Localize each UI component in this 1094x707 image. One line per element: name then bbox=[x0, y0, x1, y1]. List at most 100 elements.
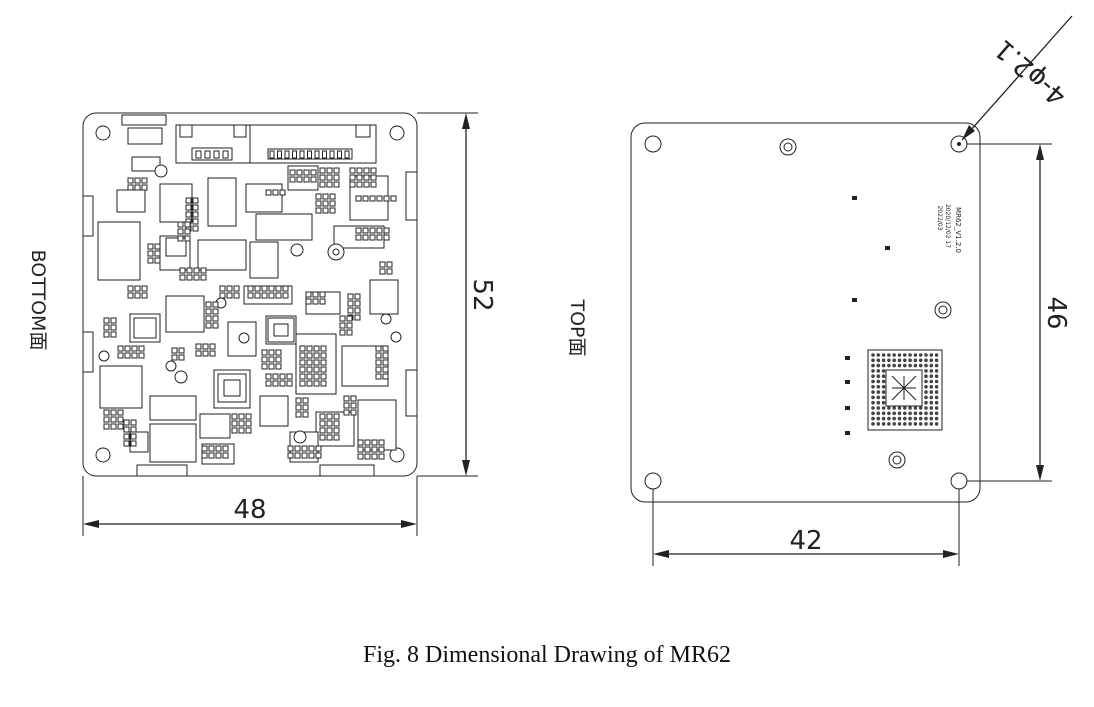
smd-pad bbox=[350, 402, 357, 409]
smd-pad bbox=[110, 331, 117, 338]
smd-pad bbox=[354, 300, 361, 307]
bga-ball bbox=[892, 411, 896, 416]
bga-ball bbox=[934, 379, 939, 384]
smd-pad bbox=[315, 452, 322, 459]
bga-ball bbox=[908, 422, 912, 426]
bga-ball bbox=[881, 400, 886, 405]
smd-pad bbox=[124, 352, 131, 359]
smd-pad bbox=[320, 352, 327, 359]
smd-pad bbox=[147, 243, 154, 250]
smd-pad bbox=[131, 345, 138, 352]
smd-pad bbox=[386, 261, 393, 268]
smd-pad bbox=[141, 285, 148, 292]
smd-pad bbox=[313, 380, 320, 387]
bga-ball bbox=[881, 358, 886, 363]
smd-pad bbox=[376, 227, 383, 234]
smd-pad bbox=[200, 267, 207, 274]
smd-pad bbox=[275, 356, 282, 363]
bga-ball bbox=[897, 422, 902, 426]
smd-pad bbox=[326, 181, 333, 188]
smd-pad bbox=[222, 445, 229, 452]
smd-pad bbox=[319, 420, 326, 427]
smd-pad bbox=[215, 445, 222, 452]
smd-pad bbox=[287, 445, 294, 452]
smd-pad bbox=[364, 439, 371, 446]
bga-ball bbox=[908, 353, 912, 357]
bga-ball bbox=[913, 416, 918, 421]
smd-pad bbox=[268, 285, 275, 292]
bga-ball bbox=[924, 400, 928, 405]
smd-pad bbox=[134, 292, 141, 299]
small-pads bbox=[845, 196, 890, 435]
smd-pad bbox=[299, 352, 306, 359]
mount-hole bbox=[950, 472, 968, 490]
smd-pad bbox=[346, 322, 353, 329]
bga-ball bbox=[892, 416, 896, 421]
bga-ball bbox=[881, 385, 886, 389]
connector-pin bbox=[292, 150, 297, 159]
bga-ball bbox=[903, 411, 907, 416]
smd-pad bbox=[226, 285, 233, 292]
bga-ball bbox=[897, 416, 902, 421]
bga-ball bbox=[918, 353, 923, 357]
smd-pad bbox=[362, 234, 369, 241]
smd-pad bbox=[390, 195, 397, 202]
smd-pad bbox=[178, 354, 185, 361]
smd-pad bbox=[275, 349, 282, 356]
smd-pad bbox=[313, 352, 320, 359]
smd-pad bbox=[312, 291, 319, 298]
smd-pad bbox=[310, 176, 317, 183]
smd-pad bbox=[302, 404, 309, 411]
smd-pad bbox=[356, 174, 363, 181]
smd-pad bbox=[202, 343, 209, 350]
top-view-label: TOP面 bbox=[566, 298, 588, 356]
bga-ball bbox=[871, 353, 875, 357]
smd-pad bbox=[208, 452, 215, 459]
smd-pad bbox=[319, 291, 326, 298]
smd-pad bbox=[154, 243, 161, 250]
bga-ball bbox=[892, 363, 896, 368]
smd-pad bbox=[346, 329, 353, 336]
smd-pad bbox=[378, 439, 385, 446]
bga-ball bbox=[903, 358, 907, 363]
smd-pad bbox=[369, 234, 376, 241]
dim-52-label: 52 bbox=[467, 278, 497, 311]
smd-pad bbox=[375, 366, 382, 373]
smd-pad bbox=[205, 301, 212, 308]
smd-pad bbox=[193, 267, 200, 274]
smd-pad bbox=[186, 267, 193, 274]
smd-pad bbox=[326, 167, 333, 174]
smd-pad bbox=[350, 395, 357, 402]
smd-pad bbox=[117, 409, 124, 416]
smd-pad bbox=[245, 420, 252, 427]
smd-pad bbox=[301, 452, 308, 459]
bga-ball bbox=[903, 422, 907, 426]
smd-pad bbox=[195, 343, 202, 350]
smd-pad bbox=[364, 453, 371, 460]
bga-ball bbox=[876, 395, 881, 400]
smd-pad bbox=[362, 195, 369, 202]
smd-pad bbox=[320, 373, 327, 380]
smd-pad bbox=[261, 349, 268, 356]
smd-pad bbox=[378, 453, 385, 460]
smd-pad bbox=[201, 445, 208, 452]
bga-ball bbox=[913, 422, 918, 426]
smd-pad bbox=[299, 359, 306, 366]
smd-pad bbox=[320, 380, 327, 387]
pad-grid bbox=[103, 150, 397, 460]
smd-pad bbox=[299, 380, 306, 387]
smd-pad bbox=[268, 349, 275, 356]
smd-pad bbox=[313, 345, 320, 352]
smd-pad bbox=[275, 292, 282, 299]
smd-pad bbox=[306, 359, 313, 366]
connector-pin bbox=[204, 150, 211, 159]
bga-ball bbox=[881, 353, 886, 357]
bga-ball bbox=[887, 363, 891, 368]
smd-pad bbox=[219, 292, 226, 299]
top-connectors bbox=[121, 114, 377, 164]
smd-pad bbox=[209, 350, 216, 357]
smd-pad bbox=[339, 329, 346, 336]
bga-ball bbox=[876, 400, 881, 405]
smd-pad bbox=[355, 234, 362, 241]
